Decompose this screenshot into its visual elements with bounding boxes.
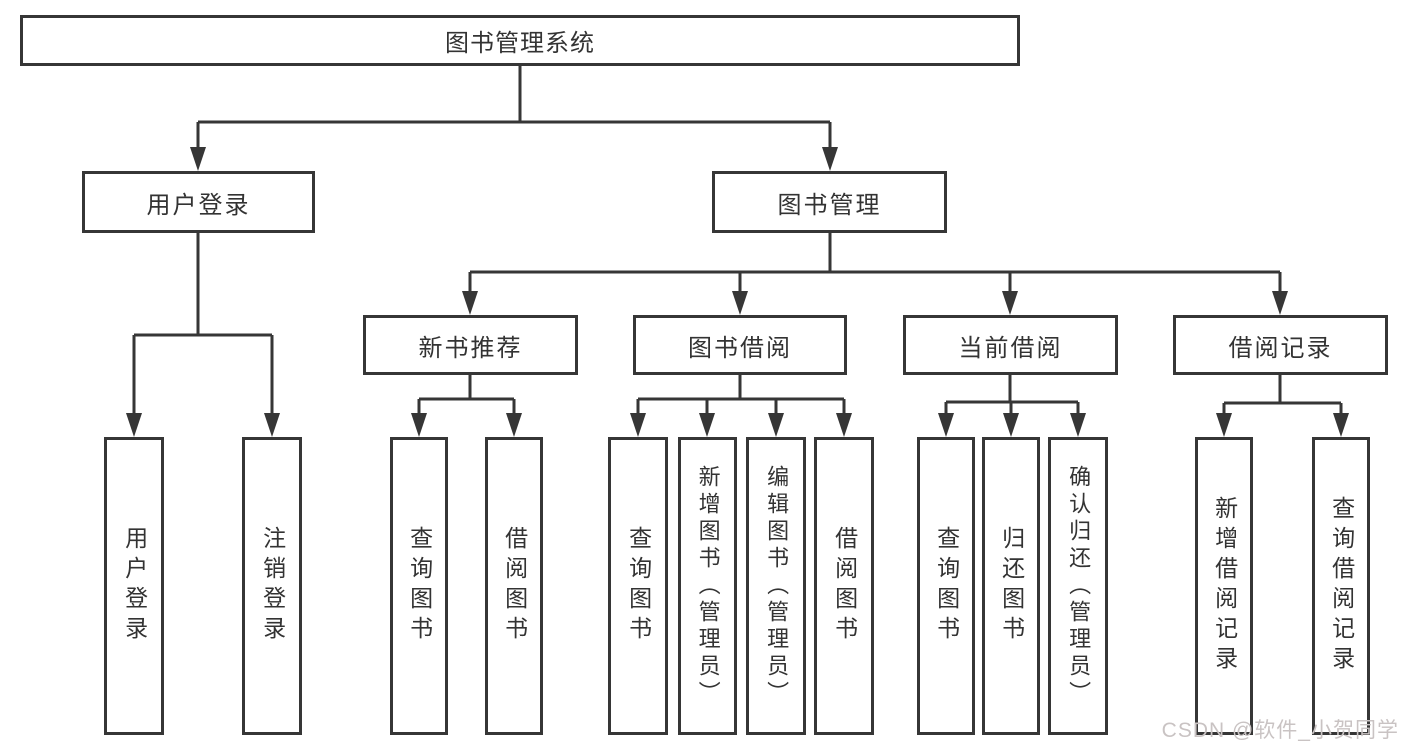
node-root-system: 图书管理系统 (20, 15, 1020, 66)
leaf-label: 编辑图书（管理员） (764, 464, 790, 708)
leaf-add-books-admin: 新增图书（管理员） (678, 437, 737, 735)
leaf-query-books-current: 查询图书 (917, 437, 975, 735)
leaf-edit-books-admin: 编辑图书（管理员） (746, 437, 806, 735)
leaf-query-books-borrow: 查询图书 (608, 437, 668, 735)
leaf-borrow-books-recommend: 借阅图书 (485, 437, 543, 735)
leaf-query-borrow-record: 查询借阅记录 (1312, 437, 1370, 735)
leaf-label: 确认归还（管理员） (1066, 464, 1092, 708)
leaf-confirm-return-admin: 确认归还（管理员） (1048, 437, 1108, 735)
leaf-label: 注销登录 (259, 526, 286, 646)
leaf-label: 用户登录 (121, 526, 148, 646)
leaf-add-borrow-record: 新增借阅记录 (1195, 437, 1253, 735)
leaf-label: 查询图书 (933, 526, 960, 646)
node-borrowing-records: 借阅记录 (1173, 315, 1388, 375)
leaf-label: 借阅图书 (831, 526, 858, 646)
leaf-query-books-recommend: 查询图书 (390, 437, 448, 735)
node-book-borrowing: 图书借阅 (633, 315, 847, 375)
leaf-label: 新增图书（管理员） (695, 464, 721, 708)
leaf-label: 查询借阅记录 (1328, 496, 1355, 676)
leaf-return-books: 归还图书 (982, 437, 1040, 735)
leaf-label: 归还图书 (998, 526, 1025, 646)
node-new-book-recommendation: 新书推荐 (363, 315, 578, 375)
leaf-label: 查询图书 (625, 526, 652, 646)
leaf-logout: 注销登录 (242, 437, 302, 735)
leaf-label: 借阅图书 (501, 526, 528, 646)
node-book-management: 图书管理 (712, 171, 947, 233)
leaf-label: 查询图书 (406, 526, 433, 646)
node-user-login: 用户登录 (82, 171, 315, 233)
node-current-borrowing: 当前借阅 (903, 315, 1118, 375)
arrowheads (126, 147, 1349, 437)
leaf-label: 新增借阅记录 (1211, 496, 1238, 676)
leaf-borrow-books: 借阅图书 (814, 437, 874, 735)
leaf-user-login: 用户登录 (104, 437, 164, 735)
csdn-watermark: CSDN @软件_小贺同学 (1161, 719, 1399, 742)
